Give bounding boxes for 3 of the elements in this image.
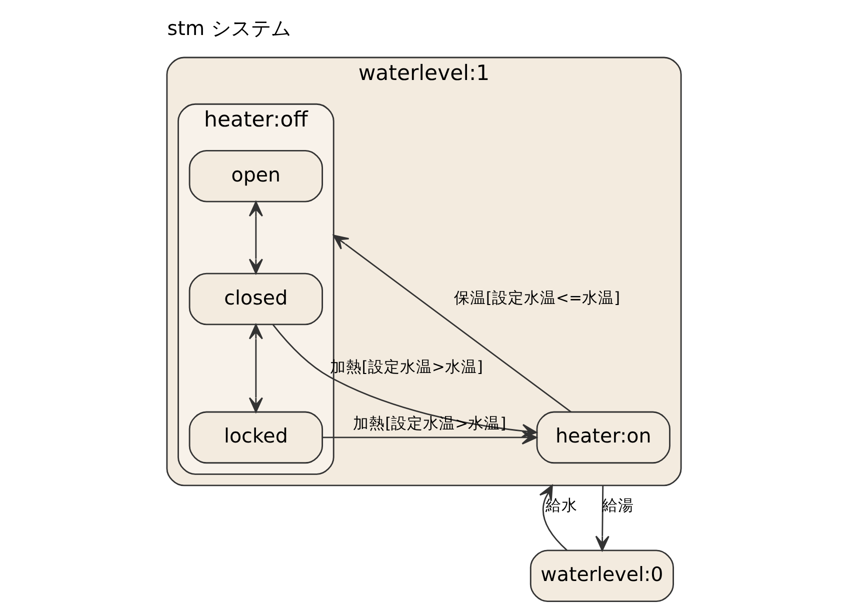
diagram-title: stm システム (167, 17, 291, 40)
edge-label: 保温[設定水温<=水温] (454, 288, 620, 307)
edge-label: 給水 (546, 496, 578, 515)
